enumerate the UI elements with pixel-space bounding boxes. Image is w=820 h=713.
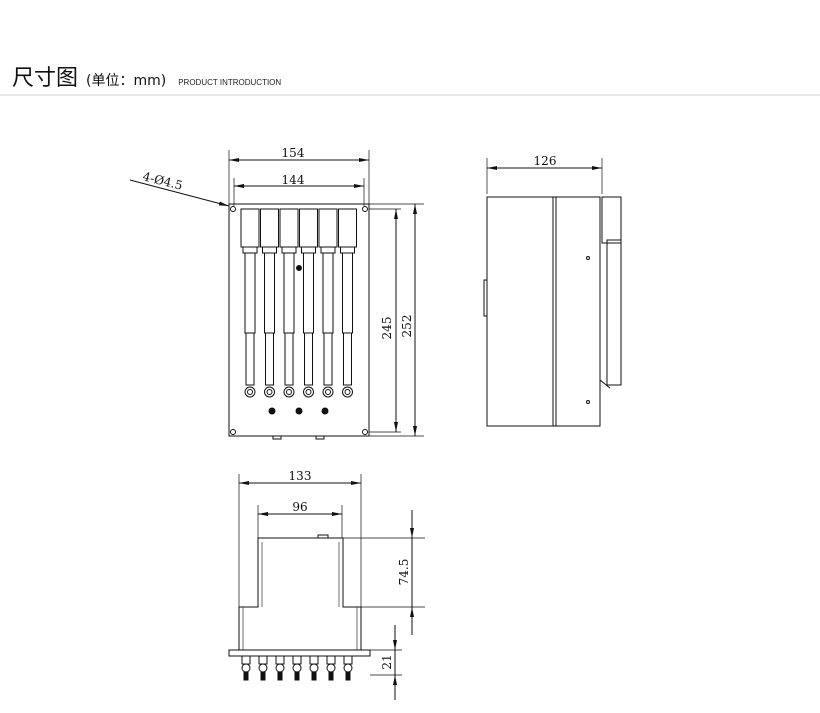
antenna-base [601,196,622,244]
connector [309,655,319,681]
header-divider [0,94,820,96]
dim-height-connectors: 21 [380,654,394,669]
dim-width-outer: 154 [282,146,305,160]
dim-width-top: 96 [292,500,307,514]
dim-width-base: 133 [289,469,312,483]
connector [275,655,285,681]
dim-depth: 126 [534,154,557,168]
dim-height-outer: 252 [400,315,414,338]
connector [343,655,353,681]
mounting-holes [230,206,368,435]
front-view: 154 144 4-Ø4.5 245 252 [129,146,424,440]
unit-label: (单位：mm) [86,73,167,89]
probe [240,208,260,398]
side-body [486,196,601,427]
page-header: 尺寸图 (单位：mm) PRODUCT INTRODUCTION [12,60,281,92]
probe [279,208,299,398]
bottom-view: 133 96 74.5 21 [228,469,425,700]
dim-height-body: 74.5 [397,559,411,586]
probe [299,208,318,398]
antenna [606,239,622,386]
side-view: 126 [483,154,622,427]
probe [338,208,357,398]
probe [318,208,338,398]
section-subtitle: PRODUCT INTRODUCTION [178,78,282,87]
page-title: 尺寸图 [12,66,79,91]
connector [292,655,302,681]
front-panel [228,203,370,437]
dim-height-holes: 245 [380,317,394,340]
connector [326,655,336,681]
bottom-glands [268,265,329,415]
connector [241,655,251,681]
connector [258,655,268,681]
mounting-flange [228,649,371,657]
probe [260,208,279,398]
probes [240,208,357,398]
dim-hole-spec: 4-Ø4.5 [141,169,184,192]
connectors [241,655,353,681]
bottom-body [238,537,362,651]
dim-width-holes: 144 [282,173,305,187]
